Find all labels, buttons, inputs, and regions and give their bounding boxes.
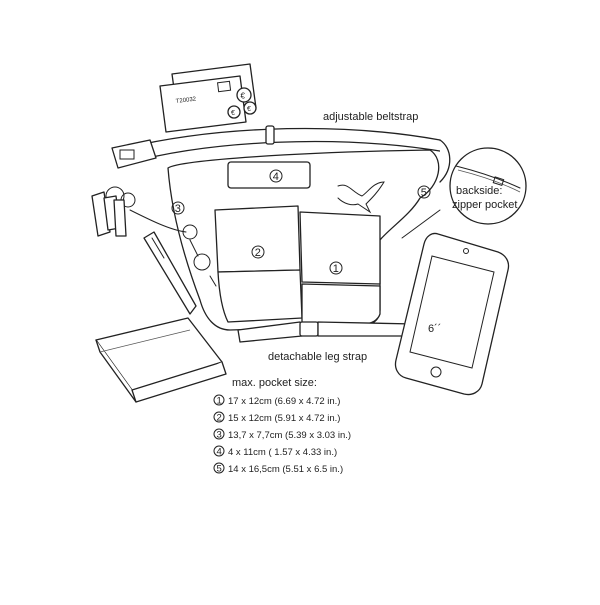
spec-item-4-text: 4 x 11cm ( 1.57 x 4.33 in.) — [228, 447, 337, 458]
pocket-marker-5-number: 5 — [421, 187, 427, 199]
belt-strap — [111, 125, 451, 183]
keys-illustration — [91, 186, 211, 271]
pocket-marker-2-number: 2 — [255, 247, 261, 259]
pocket-marker-4: 4 — [269, 169, 283, 183]
phone-size-label: 6´´ — [428, 323, 441, 335]
euro-coins-illustration: € € € — [227, 87, 257, 119]
pocket-marker-2: 2 — [251, 245, 265, 259]
spec-item-4-number: 4 — [217, 447, 222, 458]
wallet-illustration — [95, 317, 227, 403]
pocket-marker-1-number: 1 — [333, 263, 339, 275]
pocket-marker-4-number: 4 — [273, 171, 279, 183]
leg-strap — [237, 321, 415, 343]
pocket-marker-3: 3 — [171, 201, 185, 215]
pocket-marker-3-number: 3 — [175, 203, 181, 215]
credit-cards-illustration: T20032 — [159, 63, 257, 133]
spec-item-2: 2 15 x 12cm (5.91 x 4.72 in.) — [213, 411, 340, 424]
belt-label: adjustable beltstrap — [323, 111, 418, 123]
spec-item-1-text: 17 x 12cm (6.69 x 4.72 in.) — [228, 396, 340, 407]
smartphone-illustration — [394, 232, 510, 396]
zipper-detail-illustration — [401, 147, 527, 239]
spec-item-5: 5 14 x 16,5cm (5.51 x 6.5 in.) — [213, 462, 343, 475]
card-number: T20032 — [176, 96, 198, 105]
spec-item-5-text: 14 x 16,5cm (5.51 x 6.5 in.) — [228, 464, 343, 475]
spec-item-2-number: 2 — [217, 413, 222, 424]
backside-label-line1: backside: — [456, 185, 502, 197]
pen-illustration — [143, 231, 197, 315]
coin-euro-label-3: € — [231, 110, 235, 117]
pocket-marker-5: 5 — [417, 185, 431, 199]
coin-euro-label-1: € — [241, 92, 246, 101]
spec-item-3-text: 13,7 x 7,7cm (5.39 x 3.03 in.) — [228, 430, 351, 441]
spec-item-5-number: 5 — [217, 464, 222, 475]
spec-item-3: 3 13,7 x 7,7cm (5.39 x 3.03 in.) — [213, 428, 351, 441]
spec-item-4: 4 4 x 11cm ( 1.57 x 4.33 in.) — [213, 445, 337, 458]
spec-item-2-text: 15 x 12cm (5.91 x 4.72 in.) — [228, 413, 340, 424]
spec-item-1: 1 17 x 12cm (6.69 x 4.72 in.) — [213, 394, 340, 407]
spec-item-3-number: 3 — [217, 430, 222, 441]
hip-bag-body — [167, 149, 440, 331]
spec-item-1-number: 1 — [217, 396, 222, 407]
pocket-marker-1: 1 — [329, 261, 343, 275]
backside-label-line2: zipper pocket — [452, 199, 517, 211]
leg-strap-label: detachable leg strap — [268, 351, 367, 363]
coin-euro-label-2: € — [247, 106, 251, 113]
spec-title: max. pocket size: — [232, 377, 317, 389]
